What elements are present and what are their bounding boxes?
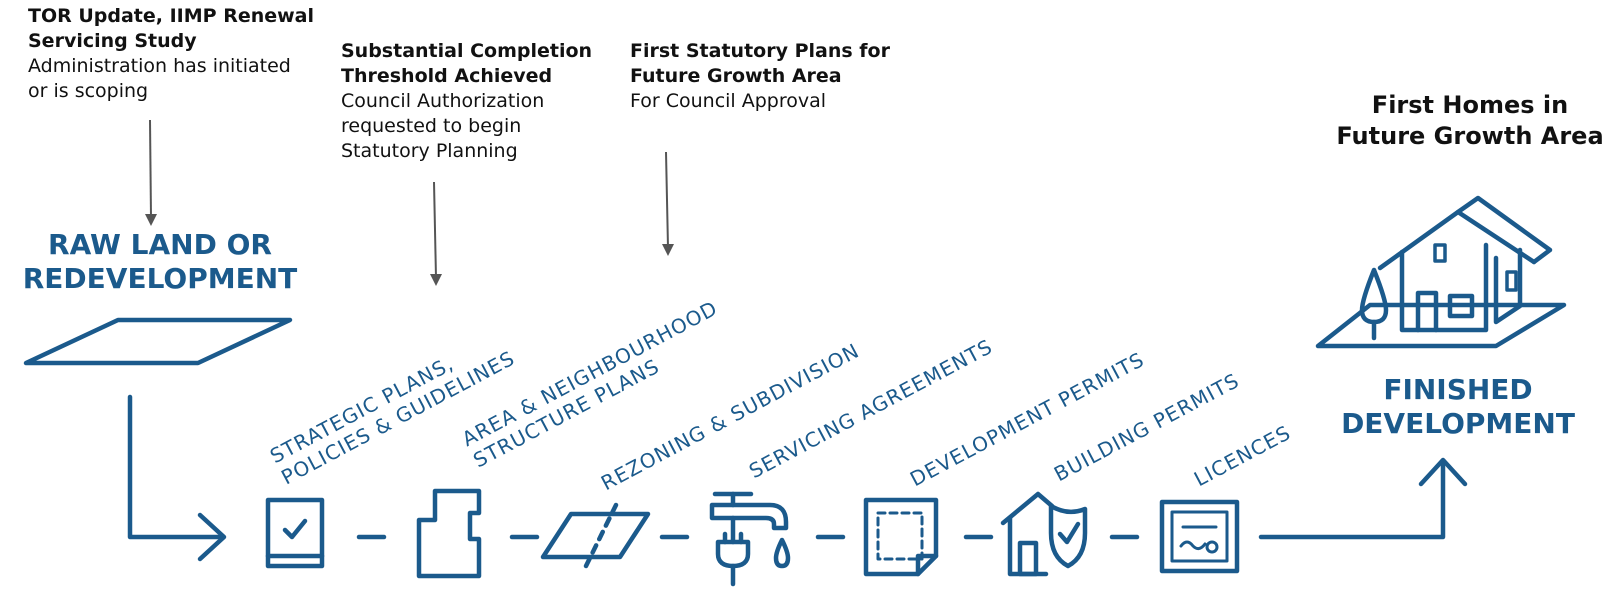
note-title: Threshold Achieved [341, 65, 553, 87]
note-tor-update: TOR Update, IIMP Renewal Servicing Study… [28, 4, 328, 104]
house-shield-icon [1000, 491, 1088, 577]
permit-document-icon [863, 497, 939, 577]
note-title: Future Growth Area [630, 65, 842, 87]
note-title: TOR Update, IIMP Renewal [28, 5, 315, 27]
flow-arrowhead [197, 512, 227, 562]
pointer-arrowhead [145, 214, 157, 226]
start-label: RAW LAND OR REDEVELOPMENT [10, 228, 310, 296]
pointer-arrow [433, 181, 437, 279]
note-title: Substantial Completion [341, 40, 593, 62]
goal-heading: First Homes in Future Growth Area [1330, 90, 1610, 152]
pointer-arrowhead [662, 244, 674, 256]
note-description: Administration has initiated [28, 55, 291, 77]
raw-land-parcel-icon [23, 317, 293, 366]
note-title: Servicing Study [28, 30, 197, 52]
start-line: RAW LAND OR [48, 228, 272, 261]
pointer-arrow [149, 119, 152, 219]
end-line: FINISHED [1383, 373, 1533, 406]
note-description: Statutory Planning [341, 140, 518, 162]
note-title: First Statutory Plans for [630, 40, 890, 62]
note-first-statutory-plans: First Statutory Plans for Future Growth … [630, 39, 900, 114]
pointer-arrow [665, 151, 669, 249]
note-description: or is scoping [28, 80, 149, 102]
start-line: REDEVELOPMENT [22, 262, 298, 295]
certificate-icon [1159, 499, 1240, 574]
note-substantial-completion: Substantial Completion Threshold Achieve… [341, 39, 601, 164]
note-description: Council Authorization [341, 90, 545, 112]
book-check-icon [265, 497, 325, 569]
goal-line: Future Growth Area [1336, 122, 1604, 150]
goal-line: First Homes in [1371, 91, 1569, 119]
pointer-arrowhead [430, 274, 442, 286]
parcel-split-icon [540, 502, 651, 569]
end-label: FINISHED DEVELOPMENT [1318, 373, 1598, 441]
flow-arrow-end [1258, 459, 1446, 540]
faucet-plug-icon [709, 491, 791, 587]
finished-house-icon [1315, 195, 1567, 349]
note-description: requested to begin [341, 115, 522, 137]
flow-arrowhead [1418, 457, 1468, 487]
note-description: For Council Approval [630, 90, 827, 112]
end-line: DEVELOPMENT [1341, 407, 1575, 440]
land-parcel-icon [416, 488, 482, 579]
flow-arrow-start [127, 394, 225, 540]
